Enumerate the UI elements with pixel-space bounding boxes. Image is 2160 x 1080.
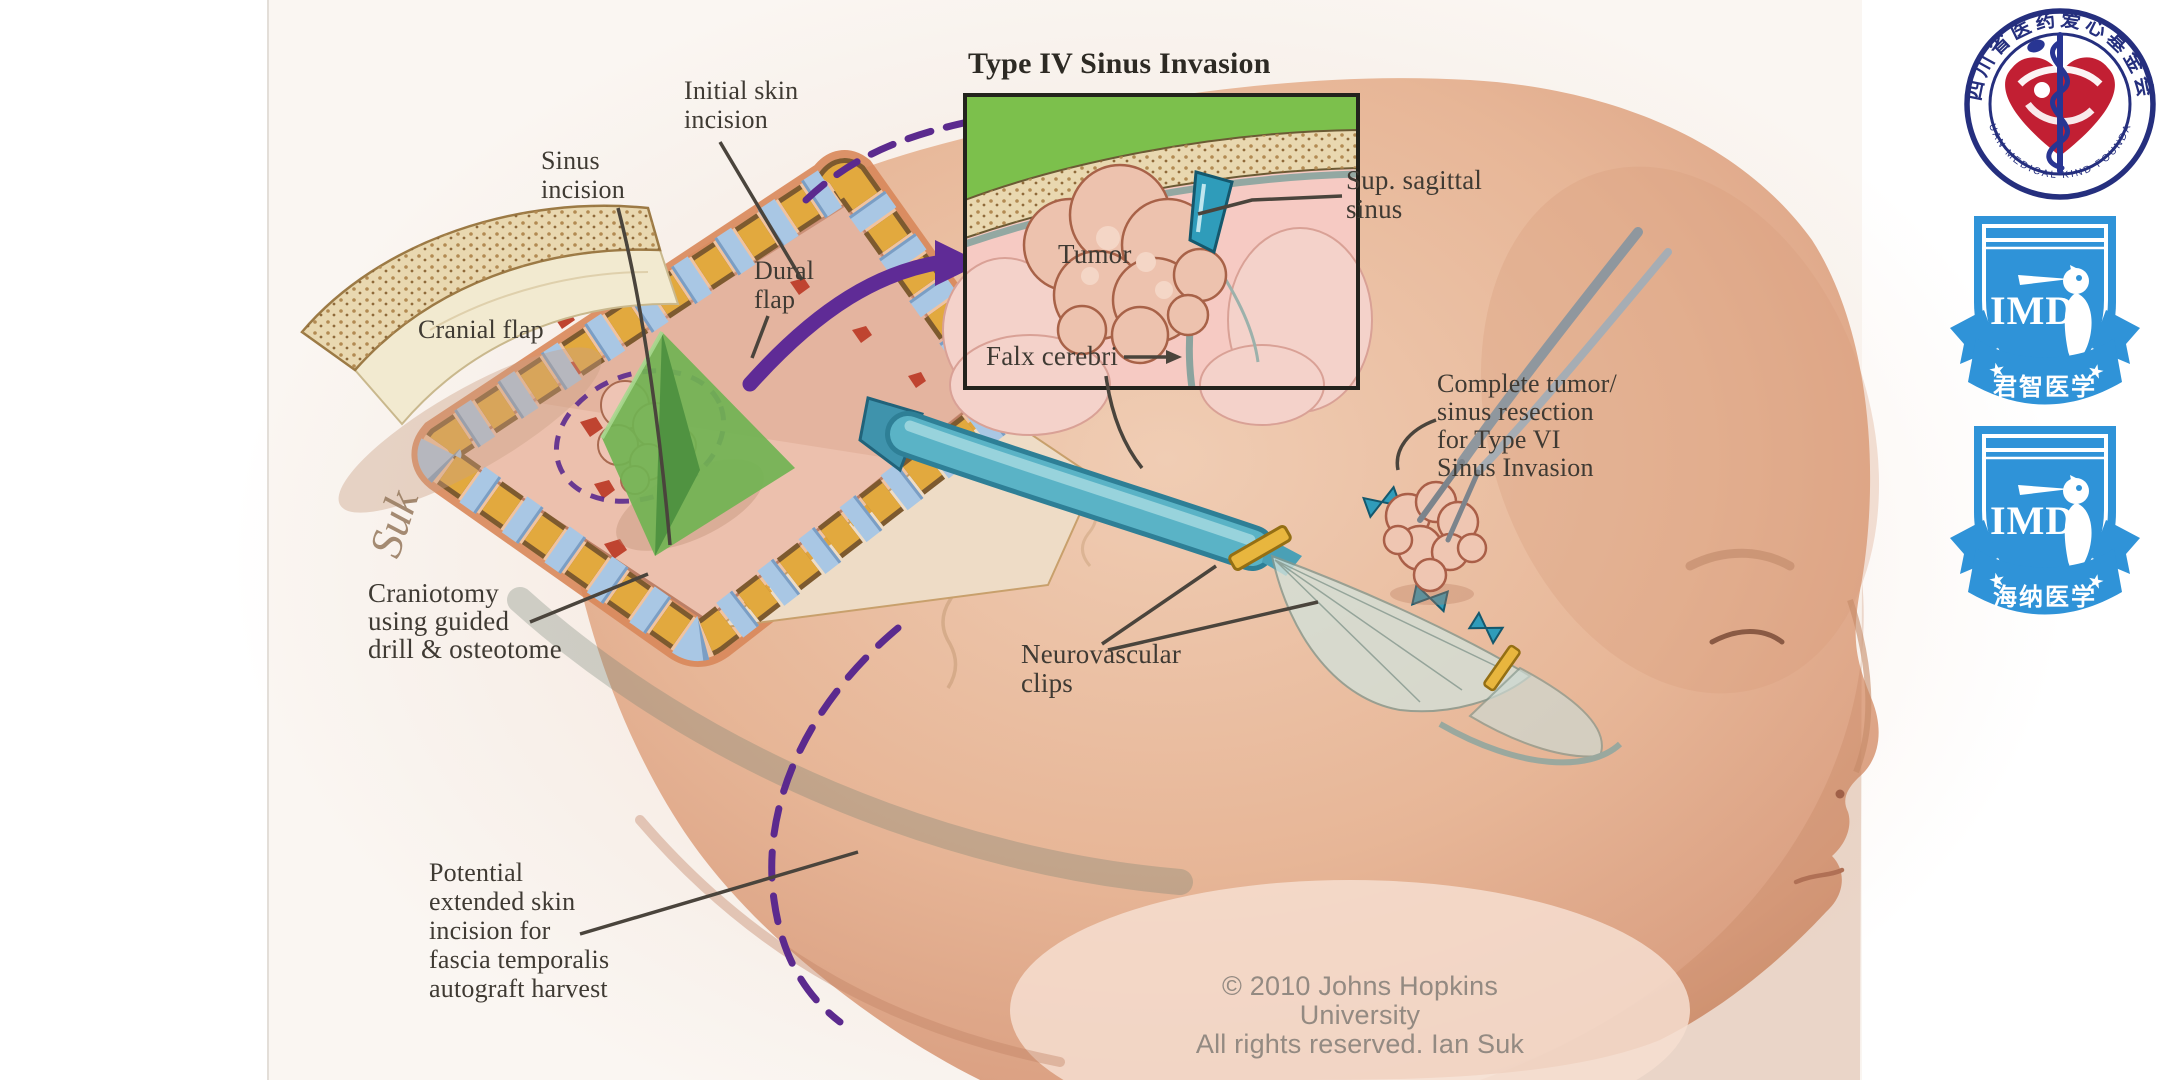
gold-clip: [1483, 644, 1521, 692]
label-cranial-flap: Cranial flap: [418, 315, 544, 344]
ribbon-banner: ★ ★ 君智医学: [1950, 310, 2140, 405]
scissors: [1417, 227, 1672, 543]
inset-tumor-highlights: [1081, 226, 1173, 299]
resected-tumor: [1382, 480, 1488, 593]
inset-arrow: [742, 240, 982, 392]
label-tumor: Tumor: [1058, 239, 1132, 269]
heart-and-staff-icon: [2005, 32, 2115, 174]
label-potential-incision: Potential extended skin incision for fas…: [429, 858, 610, 1003]
closed-eye: [1709, 629, 1785, 645]
label-dural-flap: Dural flap: [754, 256, 815, 314]
mouth-line: [1793, 867, 1845, 885]
label-complete-resection: Complete tumor/ sinus resection for Type…: [1437, 369, 1617, 482]
drill-track: [507, 587, 1193, 895]
nostril: [1835, 789, 1845, 799]
foundation-logo: 四川省医药爱心基金会 SICHUAN MEDICAL KIND FOUNDATI…: [1962, 6, 2156, 200]
imd-abbr: IMD: [1990, 498, 2075, 543]
imd-logo-junzhi: IMD ★ ★ 君智医学: [1950, 216, 2140, 405]
craniotomy-site: [439, 178, 1098, 639]
copyright-notice: © 2010 Johns Hopkins University All righ…: [1195, 971, 1525, 1059]
gold-clip: [1228, 525, 1292, 571]
eyebrow: [1685, 548, 1795, 571]
star-icon: ★: [1987, 359, 2008, 383]
label-falx-cerebri: Falx cerebri: [986, 341, 1119, 371]
label-inset-title: Type IV Sinus Invasion: [968, 47, 1271, 80]
imd-banner-text: 海纳医学: [1993, 583, 2097, 611]
label-sinus-incision: Sinus incision: [541, 146, 625, 204]
label-neurovascular-clips: Neurovascular clips: [1021, 639, 1182, 698]
imd-logo-haina: IMD ★ ★ 海纳医学: [1950, 426, 2140, 615]
label-craniotomy: Craniotomy using guided drill & osteotom…: [368, 578, 562, 664]
extended-incision-dashed-line: [768, 624, 902, 1026]
label-sup-sagittal-sinus: Sup. sagittal sinus: [1346, 165, 1483, 224]
sinus-resection-assembly: [858, 227, 1672, 766]
vessel-ties: [1361, 485, 1505, 646]
inset-box: [942, 93, 1373, 436]
star-icon: ★: [2085, 360, 2106, 384]
brain-tissue: [942, 227, 1373, 436]
imd-abbr: IMD: [1990, 288, 2075, 333]
cranial-flap-shape: [300, 204, 680, 513]
label-initial-skin-incision: Initial skin incision: [684, 76, 799, 134]
leader-lines: [529, 141, 1437, 936]
ribbon-banner: ★ ★ 海纳医学: [1950, 520, 2140, 615]
star-icon: ★: [2085, 570, 2106, 594]
nose-line: [1847, 599, 1872, 774]
star-icon: ★: [1987, 569, 2008, 593]
imd-banner-text: 君智医学: [1993, 373, 2097, 401]
